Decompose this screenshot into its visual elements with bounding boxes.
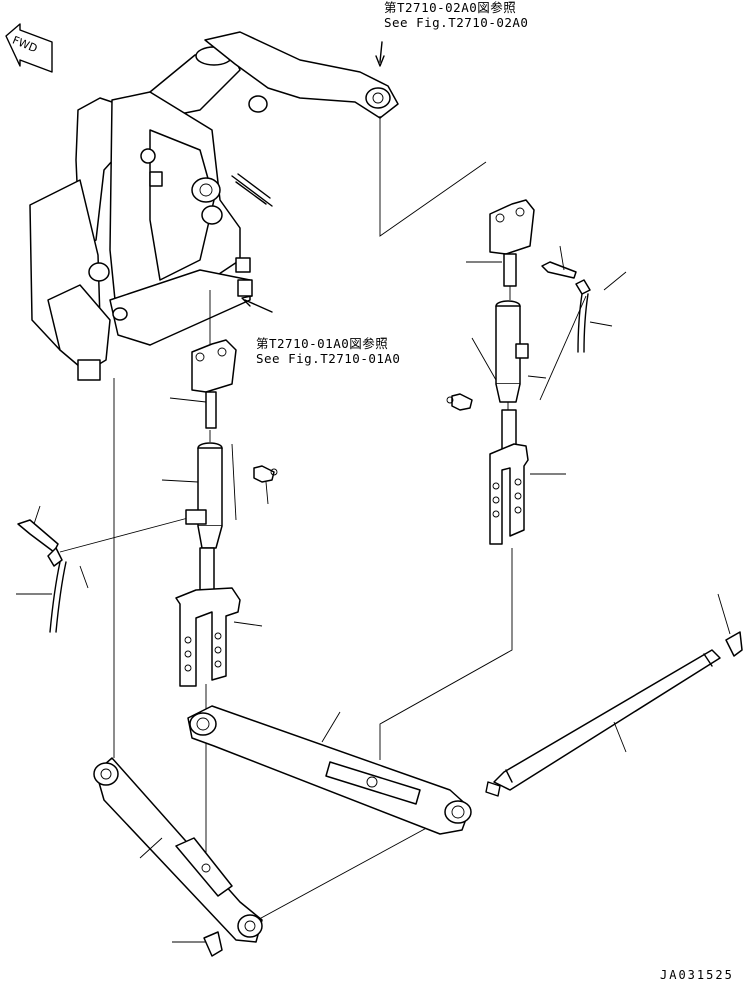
right-clevis [489, 199, 535, 287]
right-bracket [489, 409, 529, 545]
right-bolt-icon [541, 261, 577, 279]
reference-note-top-jp: 第T2710-02A0図参照 [384, 0, 517, 15]
left-turnbuckle [185, 442, 223, 549]
left-clevis [191, 339, 237, 429]
left-lower-link [93, 757, 263, 943]
main-frame [29, 31, 399, 381]
grease-fitting-right-icon [446, 393, 473, 411]
cotter-pin-icon [717, 593, 743, 657]
reference-note-top-en: See Fig.T2710-02A0 [384, 15, 529, 30]
grease-fitting-icon [253, 465, 278, 483]
reference-note-middle: 第T2710-01A0図参照 See Fig.T2710-01A0 [256, 336, 400, 366]
reference-note-middle-jp: 第T2710-01A0図参照 [256, 336, 389, 351]
cotter-pin-lower-icon [172, 931, 223, 957]
bolt-icon [17, 505, 59, 553]
left-fork [175, 547, 241, 687]
reference-note-middle-en: See Fig.T2710-01A0 [256, 351, 401, 366]
right-lower-link [187, 705, 472, 835]
drawing-code: JA031525 [660, 968, 734, 982]
reference-note-top: 第T2710-02A0図参照 See Fig.T2710-02A0 [384, 0, 528, 30]
right-turnbuckle [495, 300, 529, 403]
fwd-arrow-icon [5, 23, 53, 73]
cross-shaft [485, 649, 721, 797]
